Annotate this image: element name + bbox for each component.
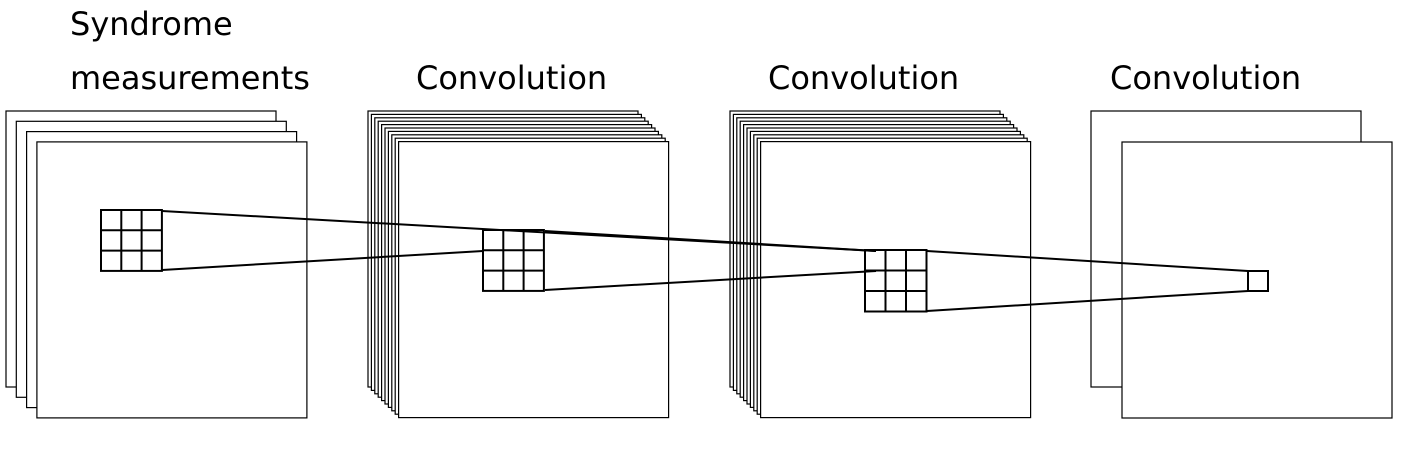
layer-3-stack (729, 110, 1032, 419)
feature-map (36, 141, 308, 419)
layer3-title: Convolution (768, 59, 960, 97)
connector-line (926, 290, 1249, 312)
kernel-grids (100, 209, 1269, 313)
connector-line (926, 250, 1249, 272)
receptive-field-connectors (161, 210, 1249, 312)
layer4-title: Convolution (1110, 59, 1302, 97)
connector-line (544, 270, 877, 291)
connector-line (544, 230, 877, 252)
connector-line (161, 250, 484, 271)
kernel-grid-layer-2 (482, 229, 545, 292)
layer-2-stack (367, 110, 670, 419)
kernel-cell-layer-4 (1247, 270, 1269, 292)
layer2-title: Convolution (416, 59, 608, 97)
layer1-title-line1: Syndrome (70, 5, 233, 43)
kernel-grid-layer-1 (100, 209, 163, 272)
feature-map (398, 141, 670, 419)
feature-map-stacks (5, 110, 1393, 419)
layer-4-stack (1090, 110, 1393, 419)
feature-map (1121, 141, 1393, 419)
kernel-grid-layer-3 (864, 249, 928, 313)
feature-map (759, 141, 1032, 419)
layer1-title-line2: measurements (70, 59, 310, 97)
